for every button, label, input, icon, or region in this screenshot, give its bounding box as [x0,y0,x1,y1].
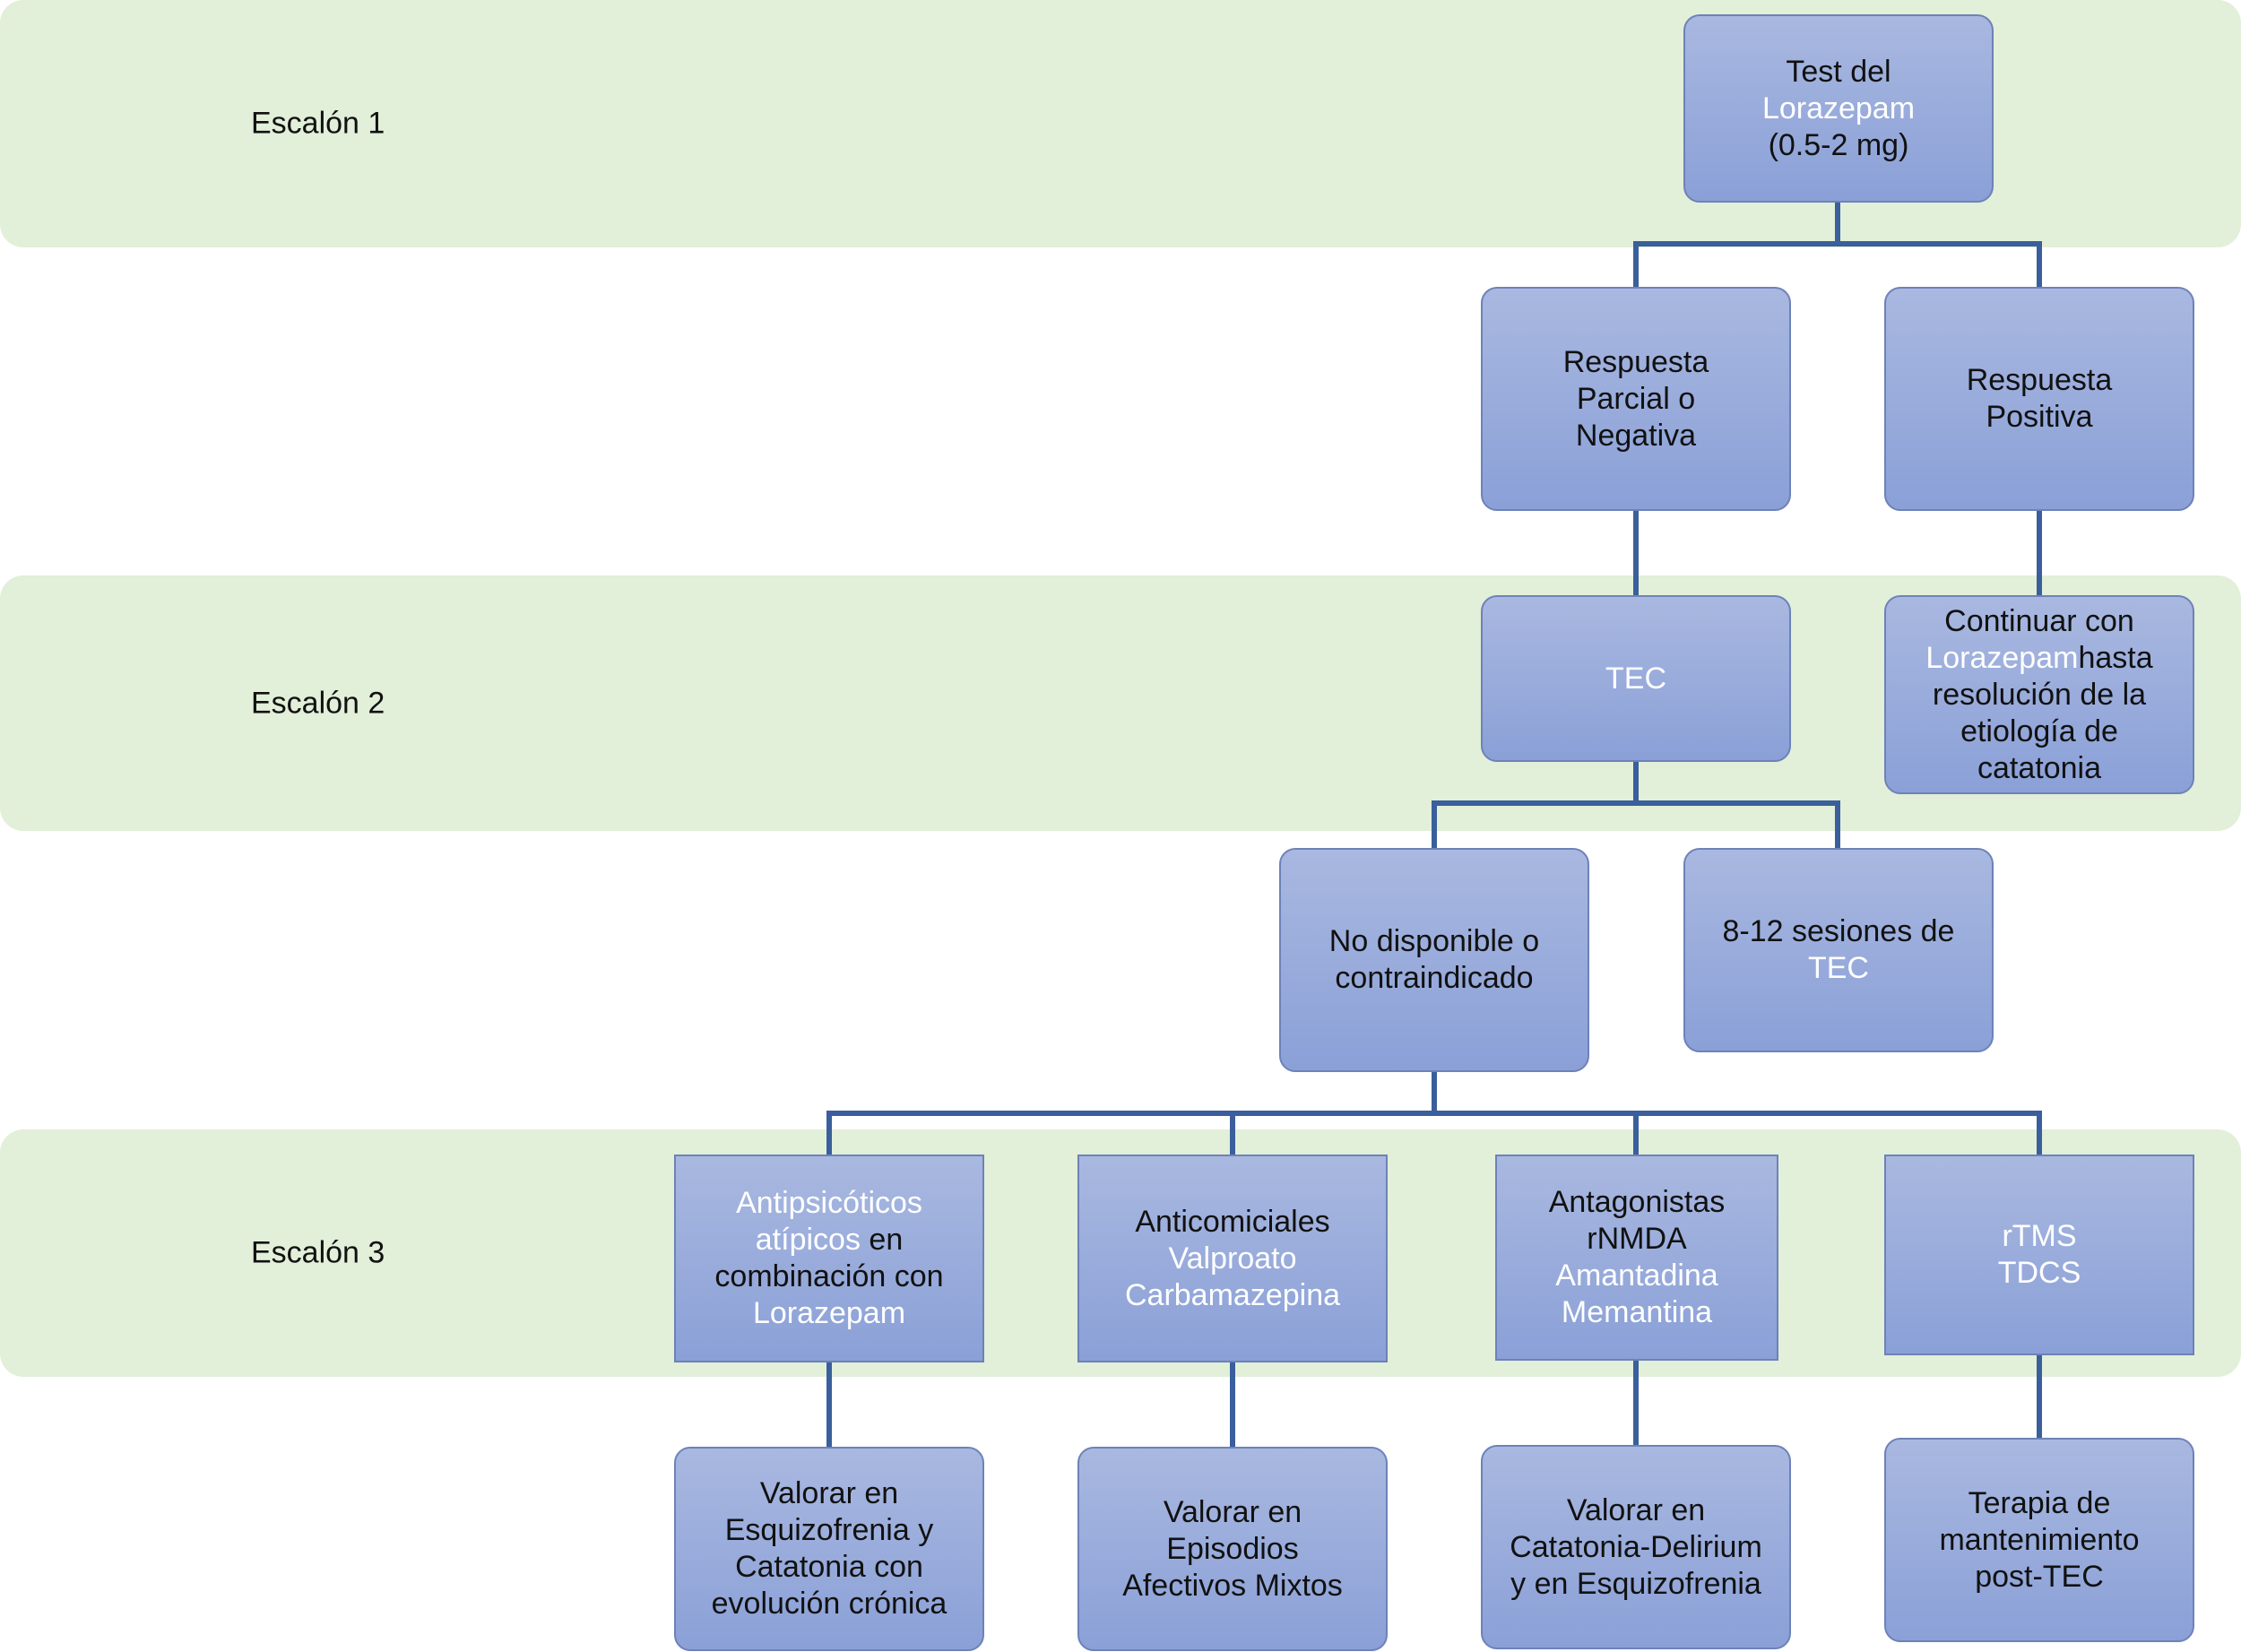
terapia-box: Terapia de mantenimiento post-TEC [1884,1438,2194,1642]
antagonistas-line-2: rNMDA [1587,1222,1687,1256]
antagonistas-box: Antagonistas rNMDA Amantadina Memantina [1495,1155,1778,1361]
anticomiciales-line-2: Valproato [1168,1241,1297,1276]
respuesta-positiva-line-2: Positiva [1986,400,2093,434]
antipsicoticos-line-2b: en [869,1223,904,1257]
rtms-box: rTMS TDCS [1884,1155,2194,1355]
test-lorazepam-line-1: Test del [1786,54,1891,89]
terapia-line-1: Terapia de [1968,1485,2111,1520]
valorar-delirium-line-2: Catatonia-Delirium [1510,1529,1762,1564]
step-band-2: Escalón 2 [0,575,2241,831]
respuesta-parcial-line-1: Respuesta [1562,344,1709,379]
valorar-esquizofrenia-line-3: Catatonia con [735,1550,923,1584]
valorar-esquizofrenia-line-2: Esquizofrenia y [724,1513,934,1547]
antagonistas-line-4: Memantina [1561,1295,1713,1329]
connector-test-to-responses [1633,200,2042,290]
no-disponible-line-1: No disponible o [1328,924,1540,958]
antagonistas-line-1: Antagonistas [1548,1185,1726,1219]
step-label-2: Escalón 2 [251,686,385,720]
valorar-episodios-line-3: Afectivos Mixtos [1122,1568,1343,1603]
step-label-3: Escalón 3 [251,1235,385,1270]
terapia-line-3: post-TEC [1975,1559,2104,1594]
continuar-line-2b: hasta [2078,640,2153,675]
continuar-line-5: catatonia [1977,750,2101,785]
valorar-esquizofrenia-line-1: Valorar en [759,1476,899,1510]
connector-nodisponible-to-treatments [826,1069,2042,1157]
antipsicoticos-line-1: Antipsicóticos [736,1186,922,1220]
valorar-delirium-box: Valorar en Catatonia-Delirium y en Esqui… [1481,1445,1791,1649]
valorar-esquizofrenia-box: Valorar en Esquizofrenia y Catatonia con… [674,1447,984,1651]
step-label-1: Escalón 1 [251,106,385,141]
respuesta-parcial-box: Respuesta Parcial o Negativa [1481,287,1791,511]
test-lorazepam-line-3: (0.5-2 mg) [1768,127,1909,162]
valorar-esquizofrenia-line-4: evolución crónica [711,1587,947,1621]
test-lorazepam-line-2: Lorazepam [1761,91,1916,125]
valorar-delirium-line-3: y en Esquizofrenia [1510,1566,1761,1601]
respuesta-parcial-line-3: Negativa [1575,418,1697,453]
sesiones-box: 8-12 sesiones de TEC [1683,848,1994,1052]
antipsicoticos-box: Antipsicóticos atípicos en combinación c… [674,1155,984,1362]
continuar-line-2a: Lorazepam [1925,640,2079,675]
antipsicoticos-line-4: Lorazepam [752,1296,906,1330]
terapia-line-2: mantenimiento [1939,1522,2140,1557]
valorar-episodios-box: Valorar en Episodios Afectivos Mixtos [1077,1447,1388,1651]
continuar-line-1: Continuar con [1944,603,2134,638]
anticomiciales-line-1: Anticomiciales [1135,1204,1330,1239]
antipsicoticos-line-2a: atípicos [755,1223,861,1257]
respuesta-positiva-box: Respuesta Positiva [1884,287,2194,511]
continuar-box: Continuar con Lorazepamhasta resolución … [1884,595,2194,794]
respuesta-positiva-line-1: Respuesta [1966,363,2113,397]
no-disponible-line-2: contraindicado [1335,961,1534,995]
continuar-line-3: resolución de la [1932,677,2147,712]
rtms-line-1: rTMS [2002,1219,2077,1253]
no-disponible-box: No disponible o contraindicado [1279,848,1589,1072]
sesiones-line-1: 8-12 sesiones de [1722,914,1955,948]
respuesta-parcial-line-2: Parcial o [1576,381,1696,416]
antipsicoticos-line-3: combinación con [714,1259,944,1293]
valorar-episodios-line-2: Episodios [1166,1531,1299,1566]
anticomiciales-line-3: Carbamazepina [1124,1277,1341,1312]
rtms-line-2: TDCS [1997,1256,2081,1290]
continuar-line-4: etiología de [1960,714,2118,748]
tec-label: TEC [1605,661,1666,696]
anticomiciales-box: Anticomiciales Valproato Carbamazepina [1077,1155,1388,1362]
test-lorazepam-box: Test del Lorazepam (0.5-2 mg) [1683,14,1994,203]
valorar-episodios-line-1: Valorar en [1163,1494,1302,1529]
tec-box: TEC [1481,595,1791,762]
antagonistas-line-3: Amantadina [1555,1258,1718,1293]
valorar-delirium-line-1: Valorar en [1566,1492,1706,1527]
connector-tec-to-options [1432,759,1840,851]
sesiones-line-2: TEC [1807,951,1869,985]
